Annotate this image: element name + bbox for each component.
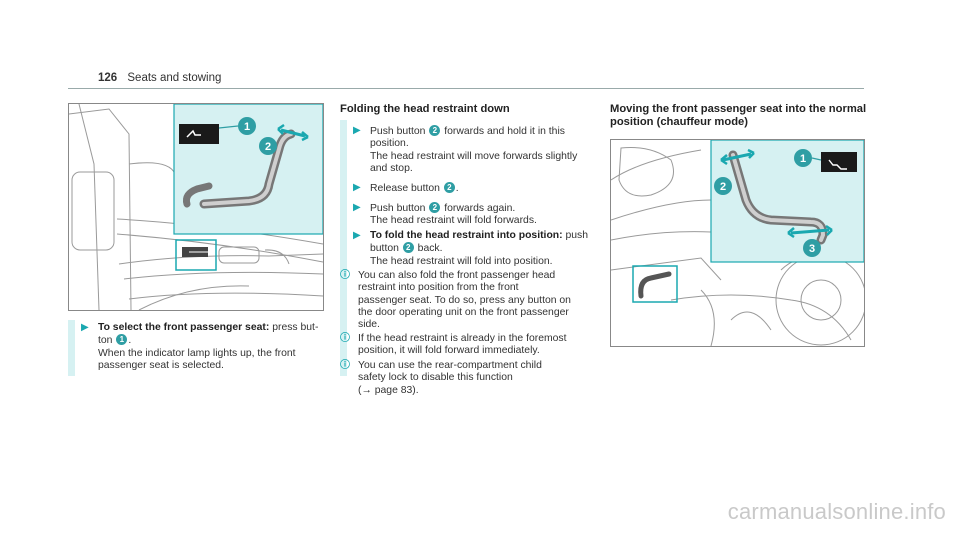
page-number: 126: [98, 72, 118, 84]
step-highlight-bar: [68, 320, 75, 376]
header-rule: [68, 88, 864, 89]
section-title: Seats and stowing: [127, 72, 222, 84]
step-select-passenger-seat: To select the front passenger seat: pres…: [98, 322, 319, 371]
figure-seat-selector: 1 2: [68, 103, 324, 311]
step-highlight-bar: [340, 120, 347, 376]
figure2-callout-3: 3: [809, 243, 815, 255]
figure2-callout-1: 1: [800, 153, 806, 165]
figure2-callout-2: 2: [720, 181, 726, 193]
figure1-callout-1: 1: [244, 121, 250, 133]
watermark: carmanualsonline.info: [727, 499, 946, 524]
note-child-safety-lock: You can use the rear-compartment child s…: [358, 360, 542, 396]
note-fold-from-front-seat: You can also fold the front passenger he…: [358, 270, 571, 331]
step-release-button: Release button 2.: [370, 182, 459, 194]
heading-folding-head-restraint: Folding the head restraint down: [340, 103, 510, 115]
step-arrow-icon: ▶: [353, 230, 361, 241]
step-arrow-icon: ▶: [353, 202, 361, 213]
step-arrow-icon: ▶: [353, 125, 361, 136]
info-icon: ⓘ: [340, 270, 350, 281]
step-arrow-icon: ▶: [81, 322, 89, 333]
step-push-button-again: Push button 2 forwards again. The head r…: [370, 202, 537, 227]
page-reference-link[interactable]: (→ page 83).: [358, 384, 419, 396]
page-header: 126 Seats and stowing: [98, 72, 221, 84]
info-icon: ⓘ: [340, 360, 350, 371]
figure-chauffeur-mode: 1 2 3: [610, 139, 865, 347]
step-fold-into-position: To fold the head restraint into position…: [370, 230, 589, 267]
step-push-button-hold: Push button 2 forwards and hold it in th…: [370, 125, 578, 174]
step-arrow-icon: ▶: [353, 182, 361, 193]
figure1-callout-2: 2: [265, 141, 271, 153]
heading-chauffeur-mode: Moving the front passenger seat into the…: [610, 103, 867, 128]
note-foremost-position: If the head restraint is already in the …: [358, 333, 567, 357]
info-icon: ⓘ: [340, 333, 350, 344]
callout-badge: 1: [116, 334, 128, 346]
